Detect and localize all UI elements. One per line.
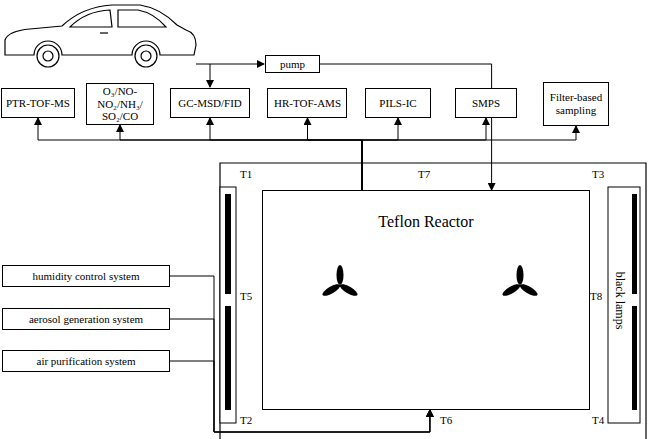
sensor-label: T7 xyxy=(418,168,430,180)
flow-arrow xyxy=(170,276,430,432)
exhaust-line xyxy=(196,64,264,87)
system-box: humidity control system xyxy=(2,265,170,287)
box-text: GC-MSD/FID xyxy=(175,97,245,110)
box-text: O₃/NO- NO₂/NH₃/ SO₂/CO xyxy=(87,85,153,123)
sensor-label: T2 xyxy=(240,414,252,426)
instrument-box: HR-TOF-AMS xyxy=(267,88,347,118)
box-text: Teflon Reactor xyxy=(375,213,476,231)
flow-arrow xyxy=(308,118,363,190)
flow-arrow xyxy=(170,319,430,432)
pump-box: pump xyxy=(265,55,320,73)
chamber-enclosure xyxy=(220,163,646,439)
box-text: PILS-IC xyxy=(376,97,419,110)
box-text: HR-TOF-AMS xyxy=(271,97,344,110)
flow-arrow xyxy=(362,118,486,190)
flow-arrow xyxy=(210,118,362,190)
flow-arrow xyxy=(120,125,362,190)
flow-arrow xyxy=(38,118,362,190)
mixing-fan xyxy=(321,265,539,298)
sensor-label: T8 xyxy=(590,290,602,302)
box-text: humidity control system xyxy=(30,270,143,283)
box-text: Filter-based sampling xyxy=(544,91,608,116)
flow-arrow xyxy=(362,118,398,190)
sensor-label: T3 xyxy=(592,168,604,180)
instrument-box: Filter-based sampling xyxy=(543,82,609,126)
flow-arrow xyxy=(170,361,430,432)
box-text: aerosol generation system xyxy=(26,313,146,326)
sensor-label: T1 xyxy=(240,168,252,180)
sensor-label: T4 xyxy=(592,414,604,426)
system-box: aerosol generation system xyxy=(2,308,170,330)
instrument-box: PTR-TOF-MS xyxy=(1,88,75,118)
box-text: pump xyxy=(277,58,308,71)
box-text: SMPS xyxy=(469,97,503,110)
instrument-box: PILS-IC xyxy=(365,88,431,118)
sensor-label: T6 xyxy=(440,414,452,426)
lamp-label: black lamps xyxy=(613,271,628,329)
sensor-label: T5 xyxy=(240,290,252,302)
box-text: air purification system xyxy=(34,355,139,368)
flow-arrow xyxy=(362,126,576,190)
instrument-box: SMPS xyxy=(455,88,517,118)
instrument-box: GC-MSD/FID xyxy=(170,88,250,118)
lamp-panel xyxy=(220,187,640,423)
flow-arrow xyxy=(320,64,492,190)
car-illustration xyxy=(5,5,196,67)
box-text: PTR-TOF-MS xyxy=(3,97,73,110)
instrument-box: O₃/NO- NO₂/NH₃/ SO₂/CO xyxy=(86,83,154,125)
system-box: air purification system xyxy=(2,350,170,372)
reactor-box: Teflon Reactor xyxy=(262,190,590,410)
